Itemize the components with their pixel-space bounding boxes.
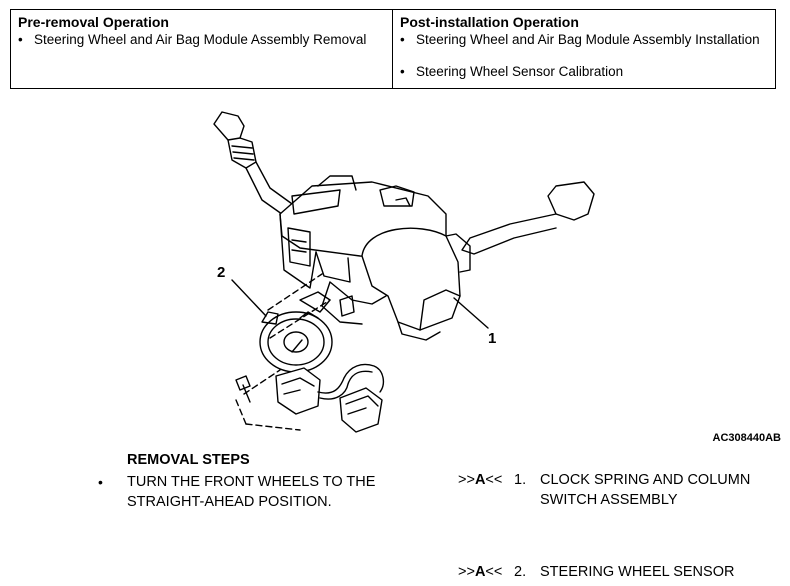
- preparation-note: TURN THE FRONT WHEELS TO THE STRAIGHT-AH…: [127, 474, 376, 510]
- pre-removal-item: •Steering Wheel and Air Bag Module Assem…: [18, 32, 367, 47]
- step-code: >>A<<: [458, 564, 503, 580]
- post-installation-heading: Post-installation Operation: [400, 14, 579, 30]
- removal-step: >>A<< 2. STEERING WHEEL SENSOR: [458, 562, 734, 582]
- pre-removal-column: Pre-removal Operation •Steering Wheel an…: [11, 10, 393, 88]
- bullet-icon: •: [98, 474, 103, 490]
- bullet-icon: •: [18, 32, 23, 47]
- pre-removal-heading: Pre-removal Operation: [18, 14, 169, 30]
- bullet-icon: •: [400, 32, 405, 47]
- post-installation-item: •Steering Wheel Sensor Calibration: [400, 64, 624, 79]
- callout-1: 1: [488, 330, 496, 347]
- operations-table: Pre-removal Operation •Steering Wheel an…: [10, 9, 776, 89]
- step-text: STEERING WHEEL SENSOR: [540, 564, 735, 580]
- post-installation-column: Post-installation Operation •Steering Wh…: [393, 10, 775, 88]
- step-code: >>A<<: [458, 472, 503, 488]
- step-number: 1.: [514, 472, 527, 488]
- post-installation-item: •Steering Wheel and Air Bag Module Assem…: [400, 32, 760, 47]
- removal-steps-title: REMOVAL STEPS: [127, 452, 250, 468]
- step-number: 2.: [514, 564, 527, 580]
- bullet-icon: •: [400, 64, 405, 79]
- figure-id: AC308440AB: [712, 432, 781, 444]
- callout-2: 2: [217, 264, 225, 281]
